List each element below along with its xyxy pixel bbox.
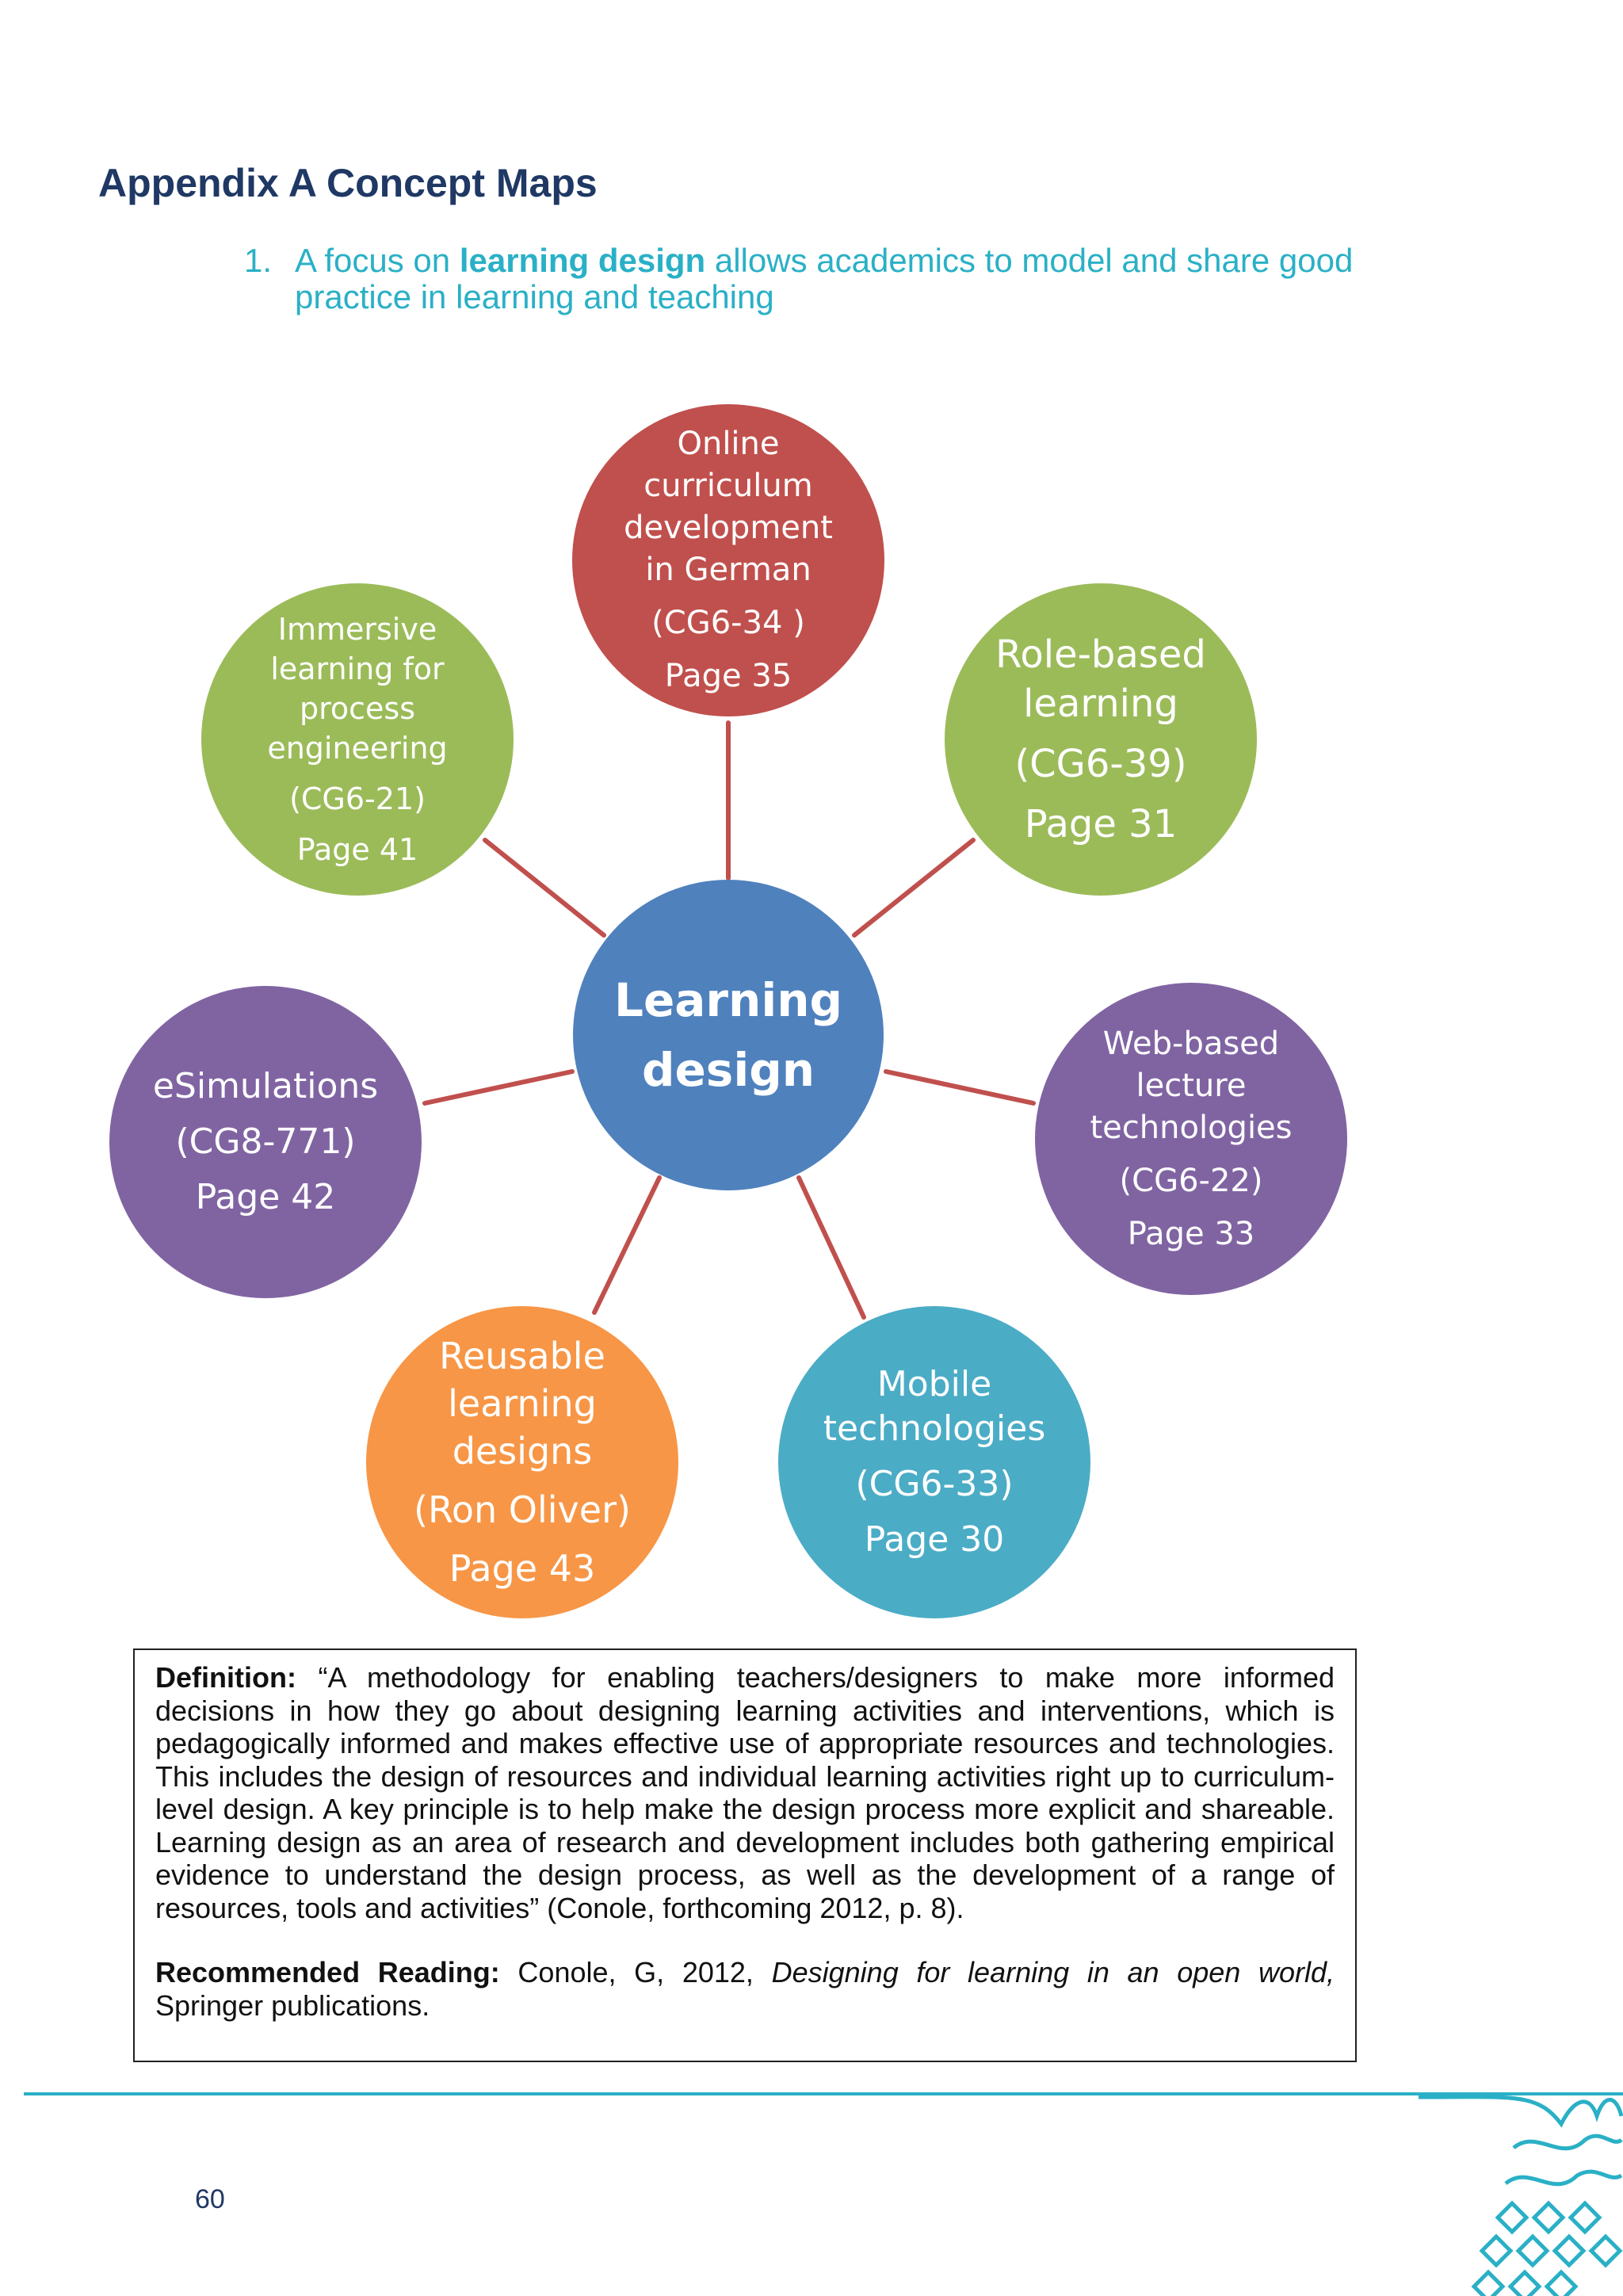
node-label-line: learning for [270,651,445,686]
node-ref: (CG6-21) [289,781,426,816]
footer-divider [24,2092,1623,2095]
node-label-line: designs [452,1430,593,1473]
center-label-line1: Learning [613,973,843,1027]
node-label-line: Mobile [876,1364,992,1404]
node-label-line: learning [1023,682,1178,726]
center-node-learning-design: Learning design [573,880,884,1190]
node-label-line: technologies [1090,1109,1293,1146]
node-label-line: in German [645,552,812,588]
definition-paragraph: Definition: “A methodology for enabling … [155,1661,1335,1924]
page-heading: Appendix A Concept Maps [98,161,598,205]
node-label-line: Immersive [277,612,437,647]
page-number: 60 [195,2184,225,2214]
node-label-line: process [299,691,416,726]
node-label-line: lecture [1136,1067,1247,1104]
node-label-line: Online [677,426,780,462]
node-page: Page 43 [449,1547,596,1590]
decorative-wave-pattern-icon [1419,2095,1623,2296]
reading-title: Designing for learning in an open world, [771,1956,1335,1988]
node-ref: (CG6-22) [1119,1162,1263,1199]
node-ref: (CG6-33) [855,1464,1014,1504]
connector-reusable [592,1175,662,1315]
node-web-based: Web-based lecture technologies (CG6-22) … [1035,983,1347,1295]
connector-immersive [483,838,606,938]
node-label-line: learning [448,1382,597,1425]
node-label-line: engineering [267,731,448,766]
section-subheading: 1. A focus on learning design allows aca… [244,243,1354,315]
node-online-curriculum: Online curriculum development in German … [572,404,884,716]
node-page: Page 30 [864,1519,1005,1560]
node-page: Page 42 [195,1177,336,1217]
recommended-reading: Recommended Reading: Conole, G, 2012, De… [155,1956,1335,2022]
subheading-prefix: A focus on [295,242,460,279]
node-reusable: Reusable learning designs (Ron Oliver) P… [366,1306,678,1618]
center-label-line2: design [641,1043,815,1097]
node-label-line: Web-based [1102,1025,1280,1062]
node-immersive: Immersive learning for process engineeri… [201,583,514,896]
node-label-line: technologies [823,1408,1046,1449]
node-page: Page 35 [664,658,792,694]
subheading-bold: learning design [459,242,706,279]
node-page: Page 41 [296,832,418,867]
definition-text: “A methodology for enabling teachers/des… [155,1661,1335,1924]
node-ref: (CG6-34 ) [651,605,805,641]
definition-box: Definition: “A methodology for enabling … [133,1648,1357,2062]
node-label-line: eSimulations [152,1066,379,1106]
node-page: Page 33 [1127,1215,1255,1252]
node-ref: (CG8-771) [175,1121,356,1162]
subheading-text: A focus on learning design allows academ… [295,243,1354,315]
node-role-based: Role-based learning (CG6-39) Page 31 [945,583,1257,896]
connector-mobile [796,1175,866,1320]
node-ref: (Ron Oliver) [414,1488,631,1531]
reading-author: Conole, G, 2012, [499,1956,772,1988]
node-esimulations: eSimulations (CG8-771) Page 42 [109,986,422,1298]
subheading-suffix: allows academics to model and share good… [295,242,1354,315]
node-ref: (CG6-39) [1014,742,1187,786]
reading-publisher: Springer publications. [155,1988,430,2022]
node-page: Page 31 [1024,802,1178,846]
reading-label: Recommended Reading: [155,1956,500,1988]
node-label-line: development [624,510,833,546]
node-label-line: Role-based [995,632,1206,677]
connector-web-based [884,1069,1036,1106]
connector-esimulations [422,1069,575,1106]
definition-label: Definition: [155,1661,296,1694]
node-label-line: curriculum [643,468,813,504]
list-number: 1. [244,242,273,279]
connector-role-based [852,838,976,938]
node-mobile: Mobile technologies (CG6-33) Page 30 [778,1306,1090,1618]
node-label-line: Reusable [439,1335,605,1377]
